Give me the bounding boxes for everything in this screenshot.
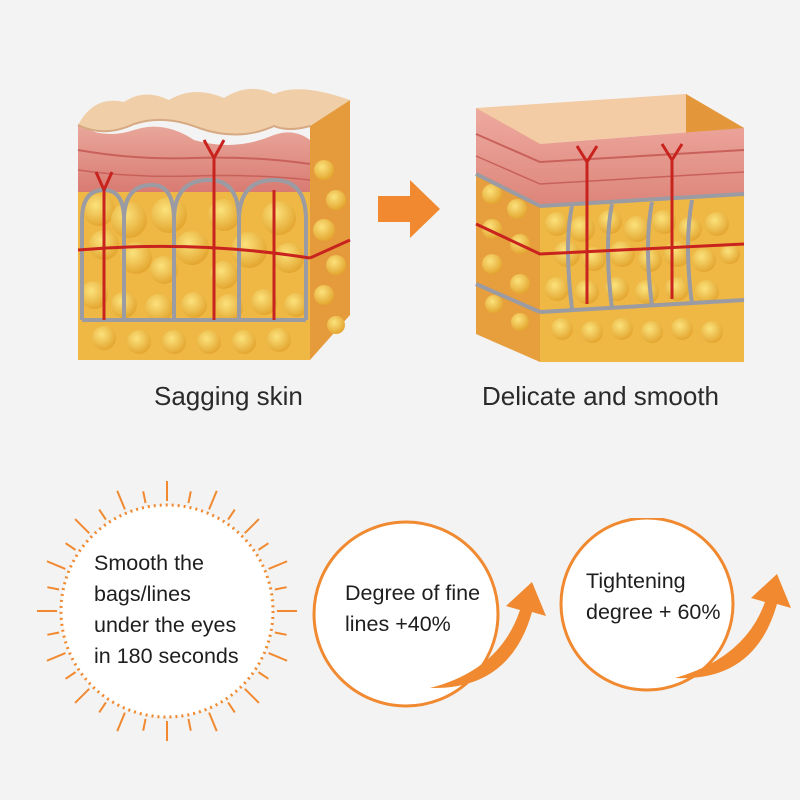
benefit-1-line: in 180 seconds: [94, 644, 239, 668]
growth-arrow-icon: [675, 574, 791, 679]
benefit-3-text: Tightening degree + 60%: [586, 566, 720, 628]
benefit-1-text: Smooth the bags/lines under the eyes in …: [94, 548, 239, 672]
sagging-skin-illustration: [74, 80, 354, 365]
benefit-3-line: degree + 60%: [586, 600, 721, 624]
benefit-1-line: Smooth the: [94, 551, 204, 575]
benefit-2-line: lines +40%: [345, 612, 451, 636]
growth-arrow-icon: [430, 582, 546, 689]
benefit-1-line: bags/lines: [94, 582, 191, 606]
smooth-skin-illustration: [472, 94, 752, 369]
after-caption: Delicate and smooth: [482, 381, 720, 411]
sunburst-ring-icon: [37, 481, 297, 741]
benefit-2-text: Degree of fine lines +40%: [345, 578, 480, 640]
before-caption: Sagging skin: [154, 381, 303, 411]
benefit-tightening-badge: [555, 518, 800, 718]
benefit-under-eye-badge: [36, 480, 298, 742]
benefit-fine-lines-badge: [310, 520, 560, 720]
benefit-2-line: Degree of fine: [345, 581, 481, 605]
benefit-3-line: Tightening: [586, 569, 686, 593]
transition-arrow-icon: [378, 180, 442, 238]
benefit-1-line: under the eyes: [94, 613, 237, 637]
